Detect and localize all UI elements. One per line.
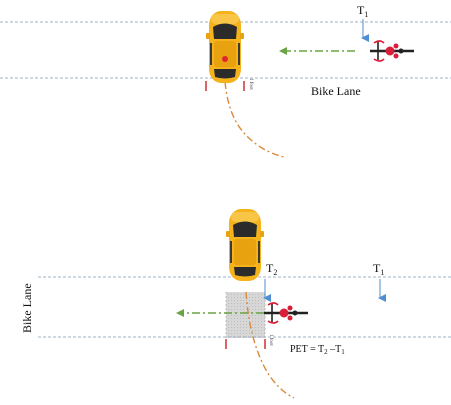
- bottom-car-path: [245, 291, 295, 399]
- bottom-width-note: 1 foot: [268, 334, 273, 346]
- top-bike-lane-label: Bike Lane: [311, 84, 361, 98]
- pet-formula: PET = T2 –T1: [290, 344, 345, 356]
- bottom-time-marker-2-sub: 2: [273, 268, 277, 277]
- car-icon: [226, 209, 264, 281]
- bicycle-icon: [262, 301, 310, 325]
- car-icon: [206, 11, 244, 83]
- bottom-time-marker-2: T2: [266, 261, 277, 277]
- top-car-path: [224, 81, 285, 158]
- car-center-dot: [222, 56, 228, 62]
- bottom-bike-lane-label: Bike Lane: [20, 283, 34, 333]
- bicycle-icon: [368, 39, 416, 63]
- top-time-marker: T1: [357, 3, 368, 19]
- top-scene: 1 foot T1 Bike Lane: [0, 3, 451, 158]
- bottom-scene: 1 foot T2 T1 Bike Lane PET = T2 –T1: [20, 209, 451, 399]
- top-time-marker-sub: 1: [364, 10, 368, 19]
- bottom-time-marker-1-sub: 1: [380, 268, 384, 277]
- conflict-zone: [226, 292, 265, 338]
- bottom-time-marker-1: T1: [373, 261, 384, 277]
- top-width-note: 1 foot: [248, 78, 253, 90]
